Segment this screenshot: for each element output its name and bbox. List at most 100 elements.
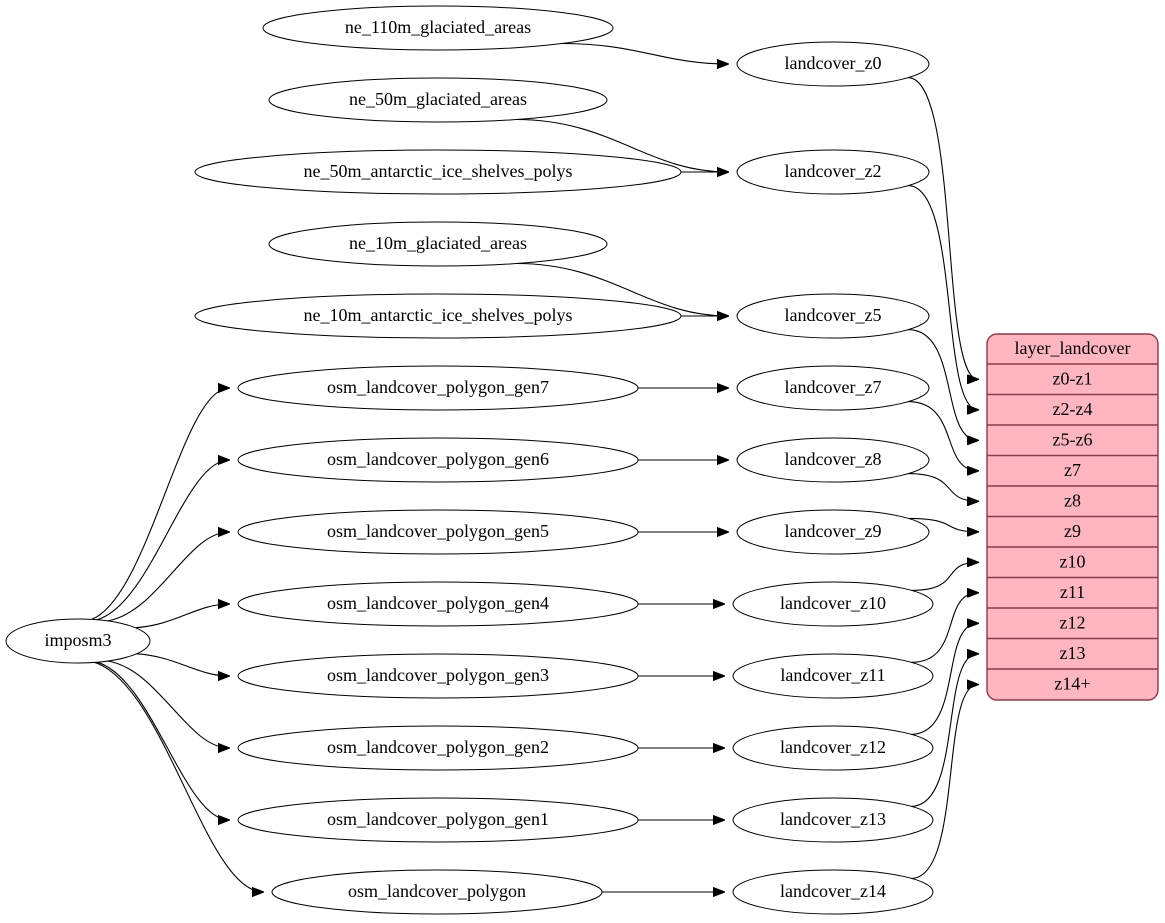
node-shape bbox=[732, 797, 934, 843]
node-shape bbox=[237, 653, 639, 699]
node-landcover-z5[interactable]: landcover_z5 bbox=[736, 293, 930, 339]
node-shape bbox=[194, 149, 682, 195]
node-ne-50m-glaciated-areas[interactable]: ne_50m_glaciated_areas bbox=[268, 77, 608, 123]
edge-imposm3-to-osm-landcover-polygon bbox=[94, 661, 264, 892]
node-label: landcover_z9 bbox=[785, 521, 882, 541]
edge-imposm3-to-osm-landcover-polygon-gen3 bbox=[136, 653, 230, 676]
node-shape bbox=[736, 41, 930, 87]
node-layer: imposm3 ne_110m_glaciated_areas ne_50m_gla… bbox=[5, 5, 934, 915]
node-shape bbox=[268, 221, 608, 267]
node-shape bbox=[732, 869, 934, 915]
edge-landcover-z13-to-z13 bbox=[910, 654, 978, 807]
node-label: osm_landcover_polygon_gen7 bbox=[327, 377, 549, 397]
node-shape bbox=[5, 618, 151, 664]
node-landcover-z0[interactable]: landcover_z0 bbox=[736, 41, 930, 87]
node-shape bbox=[732, 725, 934, 771]
node-ne-50m-antarctic-ice-shelves-polys[interactable]: ne_50m_antarctic_ice_shelves_polys bbox=[194, 149, 682, 195]
node-landcover-z8[interactable]: landcover_z8 bbox=[736, 437, 930, 483]
node-osm-landcover-polygon-gen3[interactable]: osm_landcover_polygon_gen3 bbox=[237, 653, 639, 699]
node-shape bbox=[271, 869, 603, 915]
edge-imposm3-to-osm-landcover-polygon-gen7 bbox=[91, 388, 229, 620]
node-shape bbox=[732, 581, 934, 627]
node-label: osm_landcover_polygon_gen5 bbox=[327, 521, 549, 541]
node-label: osm_landcover_polygon_gen1 bbox=[327, 809, 549, 829]
node-landcover-z14[interactable]: landcover_z14 bbox=[732, 869, 934, 915]
edge-landcover-z5-to-z5-z6 bbox=[907, 329, 978, 441]
node-label: osm_landcover_polygon_gen4 bbox=[327, 593, 549, 613]
edge-landcover-z12-to-z12 bbox=[910, 623, 978, 735]
node-shape bbox=[736, 437, 930, 483]
edge-imposm3-to-osm-landcover-polygon-gen1 bbox=[96, 661, 229, 820]
table-row-z13[interactable]: z13 bbox=[1060, 643, 1086, 663]
node-label: osm_landcover_polygon_gen2 bbox=[327, 737, 549, 757]
node-shape bbox=[237, 509, 639, 555]
node-shape bbox=[736, 365, 930, 411]
node-shape bbox=[237, 725, 639, 771]
node-osm-landcover-polygon-gen5[interactable]: osm_landcover_polygon_gen5 bbox=[237, 509, 639, 555]
node-landcover-z13[interactable]: landcover_z13 bbox=[732, 797, 934, 843]
node-shape bbox=[237, 365, 639, 411]
node-label: landcover_z13 bbox=[780, 809, 886, 829]
node-label: landcover_z7 bbox=[785, 377, 882, 397]
node-osm-landcover-polygon[interactable]: osm_landcover_polygon bbox=[271, 869, 603, 915]
node-osm-landcover-polygon-gen2[interactable]: osm_landcover_polygon_gen2 bbox=[237, 725, 639, 771]
table-row-z11[interactable]: z11 bbox=[1060, 582, 1085, 602]
edge-layer bbox=[91, 42, 978, 893]
node-ne-110m-glaciated-areas[interactable]: ne_110m_glaciated_areas bbox=[262, 5, 614, 51]
table-row-z7[interactable]: z7 bbox=[1064, 460, 1081, 480]
edge-imposm3-to-osm-landcover-polygon-gen6 bbox=[96, 460, 229, 621]
table-row-z10[interactable]: z10 bbox=[1060, 551, 1086, 571]
node-shape bbox=[736, 509, 930, 555]
node-ne-10m-glaciated-areas[interactable]: ne_10m_glaciated_areas bbox=[268, 221, 608, 267]
table-row-z8[interactable]: z8 bbox=[1064, 490, 1081, 510]
edge-ne-10m-glaciated-areas-to-landcover-z5 bbox=[516, 262, 729, 317]
table-row-z9[interactable]: z9 bbox=[1064, 521, 1081, 541]
edge-ne-110m-glaciated-areas-to-landcover-z0 bbox=[562, 42, 729, 65]
edge-landcover-z14-to-z14- bbox=[910, 685, 978, 879]
node-shape bbox=[262, 5, 614, 51]
edge-landcover-z7-to-z7 bbox=[907, 401, 978, 471]
table-row-z5-z6[interactable]: z5-z6 bbox=[1053, 429, 1093, 449]
edge-imposm3-to-osm-landcover-polygon-gen5 bbox=[107, 532, 230, 622]
node-landcover-z11[interactable]: landcover_z11 bbox=[732, 653, 934, 699]
node-shape bbox=[194, 293, 682, 339]
node-osm-landcover-polygon-gen1[interactable]: osm_landcover_polygon_gen1 bbox=[237, 797, 639, 843]
node-osm-landcover-polygon-gen7[interactable]: osm_landcover_polygon_gen7 bbox=[237, 365, 639, 411]
table-row-z2-z4[interactable]: z2-z4 bbox=[1053, 399, 1093, 419]
node-landcover-z7[interactable]: landcover_z7 bbox=[736, 365, 930, 411]
table-row-z14plus[interactable]: z14+ bbox=[1054, 674, 1090, 694]
node-label: landcover_z14 bbox=[780, 881, 886, 901]
node-shape bbox=[237, 581, 639, 627]
node-osm-landcover-polygon-gen6[interactable]: osm_landcover_polygon_gen6 bbox=[237, 437, 639, 483]
node-imposm3[interactable]: imposm3 bbox=[5, 618, 151, 664]
edge-landcover-z0-to-z0-z1 bbox=[907, 77, 978, 380]
node-label: osm_landcover_polygon_gen6 bbox=[327, 449, 549, 469]
node-label: ne_50m_glaciated_areas bbox=[349, 89, 527, 109]
node-label: landcover_z5 bbox=[785, 305, 882, 325]
node-landcover-z10[interactable]: landcover_z10 bbox=[732, 581, 934, 627]
node-shape bbox=[736, 149, 930, 195]
node-label: landcover_z11 bbox=[780, 665, 885, 685]
node-landcover-z9[interactable]: landcover_z9 bbox=[736, 509, 930, 555]
node-ne-10m-antarctic-ice-shelves-polys[interactable]: ne_10m_antarctic_ice_shelves_polys bbox=[194, 293, 682, 339]
edge-landcover-z11-to-z11 bbox=[910, 593, 978, 663]
node-shape bbox=[237, 437, 639, 483]
node-landcover-z12[interactable]: landcover_z12 bbox=[732, 725, 934, 771]
table-row-z12[interactable]: z12 bbox=[1060, 612, 1086, 632]
node-label: landcover_z2 bbox=[785, 161, 882, 181]
node-label: ne_50m_antarctic_ice_shelves_polys bbox=[304, 161, 573, 181]
node-label: ne_10m_glaciated_areas bbox=[349, 233, 527, 253]
node-label: landcover_z10 bbox=[780, 593, 886, 613]
node-osm-landcover-polygon-gen4[interactable]: osm_landcover_polygon_gen4 bbox=[237, 581, 639, 627]
edge-imposm3-to-osm-landcover-polygon-gen2 bbox=[107, 660, 229, 748]
node-shape bbox=[736, 293, 930, 339]
table-row-z0-z1[interactable]: z0-z1 bbox=[1053, 368, 1093, 388]
edge-imposm3-to-osm-landcover-polygon-gen4 bbox=[135, 604, 229, 629]
node-label: landcover_z0 bbox=[785, 53, 882, 73]
layer-landcover-table: layer_landcoverz0-z1z2-z4z5-z6z7z8z9z10z… bbox=[986, 333, 1159, 701]
node-landcover-z2[interactable]: landcover_z2 bbox=[736, 149, 930, 195]
node-shape bbox=[268, 77, 608, 123]
edge-landcover-z9-to-z9 bbox=[907, 517, 978, 531]
